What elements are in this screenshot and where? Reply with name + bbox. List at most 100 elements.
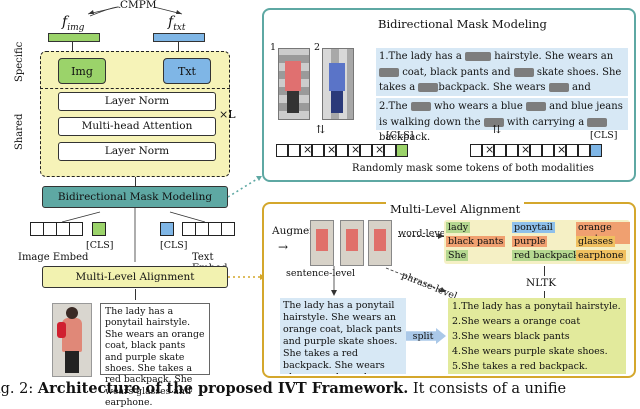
sentence-item: 1.The lady has a ponytail hairstyle. bbox=[452, 301, 621, 312]
s2-text-c: and blue jeans is bbox=[379, 101, 623, 128]
nltk-down-arrow bbox=[544, 291, 545, 299]
times-l-label: ×L bbox=[219, 108, 236, 121]
person-coat-shape bbox=[62, 318, 82, 352]
token bbox=[360, 144, 372, 157]
s2-text-e: with carrying a bbox=[506, 116, 585, 128]
image-cls-token bbox=[92, 222, 106, 236]
image-cls-token bbox=[396, 144, 408, 157]
sentence-item: 4.She wears purple skate shoes. bbox=[452, 346, 608, 357]
masked-token bbox=[518, 143, 530, 157]
s1-text-a: 1.The lady has a bbox=[379, 51, 462, 62]
f-img-bar bbox=[48, 33, 100, 42]
f-img-subscript: img bbox=[67, 22, 85, 33]
cls-left-label: [CLS] bbox=[86, 240, 114, 251]
image-token-row bbox=[30, 222, 106, 238]
word-chip: purple bbox=[512, 236, 548, 247]
up-arrow-img bbox=[72, 41, 73, 51]
image-2-number: 2 bbox=[314, 42, 321, 53]
masked-sentence-1: 1.The lady has a hairstyle. She wears an… bbox=[376, 48, 628, 109]
text-token-row bbox=[160, 222, 240, 238]
bmm-text-tokens bbox=[470, 143, 620, 158]
image-token bbox=[69, 222, 83, 236]
up-arrow-txt bbox=[178, 41, 179, 51]
augmented-image-1 bbox=[310, 220, 334, 266]
nltk-label: NLTK bbox=[526, 277, 557, 289]
token bbox=[288, 144, 300, 157]
mask-token bbox=[418, 83, 439, 92]
mask-token bbox=[525, 102, 546, 111]
bmm-image-tokens bbox=[276, 143, 416, 158]
token bbox=[494, 144, 506, 157]
f-txt-label: ftxt bbox=[168, 14, 186, 33]
text-token bbox=[221, 222, 235, 236]
token bbox=[578, 144, 590, 157]
s2-text-b: who wears a blue bbox=[433, 101, 523, 112]
masked-token bbox=[372, 143, 384, 157]
cls-right-label: [CLS] bbox=[160, 240, 188, 251]
bmm-panel-title: Bidirectional Mask Modeling bbox=[374, 17, 551, 31]
word-chip: She bbox=[446, 250, 469, 261]
nltk-up-arrow bbox=[544, 266, 545, 276]
word-chip: earphone bbox=[576, 250, 626, 261]
token bbox=[276, 144, 288, 157]
word-level-label: word-level bbox=[398, 228, 449, 239]
masked-token bbox=[324, 143, 336, 157]
s1-text-e: She takes a bbox=[379, 66, 622, 94]
f-txt-symbol: f bbox=[168, 14, 174, 30]
masked-image-1 bbox=[278, 48, 310, 120]
augmented-image-3 bbox=[368, 220, 392, 266]
f-img-symbol: f bbox=[62, 14, 68, 30]
mask-token bbox=[465, 52, 491, 61]
bmm-panel: Bidirectional Mask Modeling 1 2 1.The la… bbox=[262, 8, 636, 182]
f-txt-bar bbox=[153, 33, 205, 42]
txt-encoder-box: Txt bbox=[163, 58, 211, 84]
person-legs-shape bbox=[65, 351, 79, 373]
mla-panel: Multi-Level Alignment Augment → word-lev… bbox=[262, 202, 636, 378]
aug-image-2-person bbox=[346, 229, 358, 251]
sentence-level-label: sentence-level bbox=[286, 268, 356, 279]
sentence-item: 5.She takes a red backpack. bbox=[452, 361, 588, 372]
up-arrow-bmm bbox=[135, 177, 136, 186]
augmented-image-2 bbox=[340, 220, 364, 266]
s1-text-b: hairstyle. She wears an bbox=[494, 51, 614, 62]
image-1-number: 1 bbox=[270, 42, 277, 53]
figure-caption: ig. 2: Architecture of the proposed IVT … bbox=[0, 380, 566, 397]
multi-head-attention: Multi-head Attention bbox=[58, 117, 216, 136]
split-arrow: split bbox=[406, 328, 446, 344]
word-chip: glasses bbox=[576, 236, 616, 247]
caption-prefix: ig. 2: bbox=[0, 381, 38, 397]
s2-text-d: walking down the bbox=[390, 116, 481, 128]
input-caption-box: The lady has a ponytail hairstyle. She w… bbox=[100, 303, 210, 408]
masked-token bbox=[348, 143, 360, 157]
layer-norm-bottom: Layer Norm bbox=[58, 142, 216, 161]
f-txt-subscript: txt bbox=[173, 22, 186, 33]
s1-text-f: backpack. She wears bbox=[438, 82, 546, 93]
split-label: split bbox=[412, 330, 434, 342]
mla-arrows bbox=[331, 233, 447, 296]
masked-token bbox=[300, 143, 312, 157]
sentence-item: 2.She wears a orange coat bbox=[452, 316, 581, 327]
text-down-arrow: ⇅ bbox=[492, 123, 502, 136]
word-chip: black pants bbox=[446, 236, 506, 247]
mla-paragraph: The lady has a ponytail hairstyle. She w… bbox=[280, 298, 406, 374]
mla-panel-title: Multi-Level Alignment bbox=[386, 202, 525, 216]
bmm-cls-1: [CLS] bbox=[386, 130, 414, 141]
s2-text-f: backpack. bbox=[379, 132, 431, 143]
caption-rest: It consists of a unifie bbox=[408, 381, 567, 397]
mask-token bbox=[379, 67, 399, 77]
word-chip: lady bbox=[446, 222, 471, 233]
s1-text-d: skate shoes. bbox=[536, 66, 599, 78]
augment-arrow: → bbox=[278, 240, 289, 254]
masked-token bbox=[482, 143, 494, 157]
augment-label: Augment bbox=[272, 225, 321, 237]
sentence-item: 3.She wears black pants bbox=[452, 331, 570, 342]
word-chip: ponytail bbox=[512, 222, 555, 233]
masked-image-1-person bbox=[285, 61, 301, 91]
aug-image-1-person bbox=[316, 229, 328, 251]
image-embed-label: Image Embed bbox=[18, 252, 89, 263]
masked-image-2-legs bbox=[331, 91, 343, 113]
bmm-panel-caption: Randomly mask some tokens of both modali… bbox=[352, 163, 594, 174]
token bbox=[336, 144, 348, 157]
architecture-pipeline: CMPM fimg ftxt Specific Shared Img Txt L… bbox=[0, 0, 250, 408]
token bbox=[384, 144, 396, 157]
